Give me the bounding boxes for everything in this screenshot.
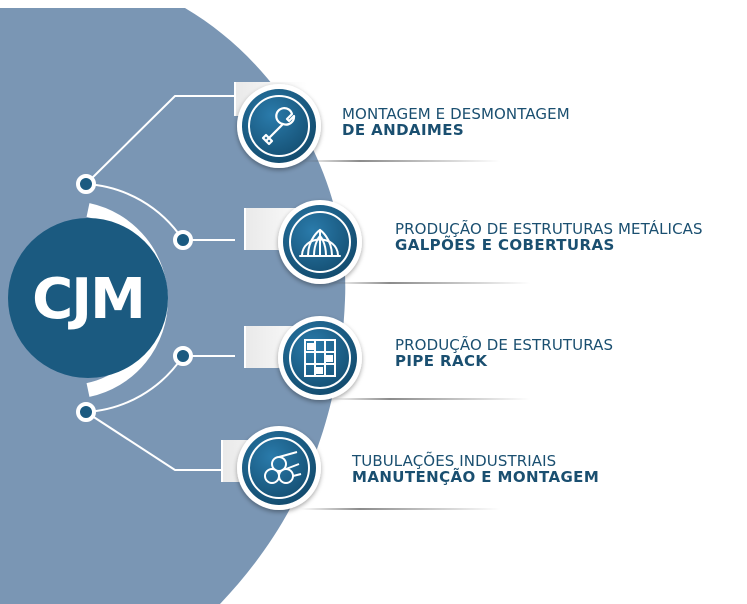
wrench-icon: [261, 107, 296, 146]
service-subtitle: MANUTENÇÃO E MONTAGEM: [352, 467, 600, 486]
service-badge-4: [221, 426, 500, 510]
service-label-2: PRODUÇÃO DE ESTRUTURAS METÁLICAS GALPÕES…: [395, 220, 703, 254]
pipes-icon: [264, 451, 302, 484]
service-subtitle: GALPÕES E COBERTURAS: [395, 235, 615, 254]
service-subtitle: DE ANDAIMES: [342, 120, 465, 139]
connector-nodes: [76, 174, 193, 422]
service-badge-1: [234, 82, 500, 168]
service-title: TUBULAÇÕES INDUSTRIAIS: [352, 452, 557, 470]
service-label-4: TUBULAÇÕES INDUSTRIAIS MANUTENÇÃO E MONT…: [352, 452, 600, 486]
service-badge-3: [244, 316, 530, 400]
logo-circle: [8, 218, 168, 378]
service-label-1: MONTAGEM E DESMONTAGEM DE ANDAIMES: [342, 105, 570, 139]
pipe-rack-icon: [304, 339, 336, 377]
service-label-3: PRODUÇÃO DE ESTRUTURAS PIPE RACK: [395, 336, 614, 370]
logo-text: CJM: [32, 267, 144, 332]
dome-structure-icon: [299, 228, 341, 257]
service-title: MONTAGEM E DESMONTAGEM: [342, 105, 570, 123]
service-subtitle: PIPE RACK: [395, 351, 488, 370]
service-title: PRODUÇÃO DE ESTRUTURAS: [395, 336, 614, 354]
connector-lines: [85, 95, 235, 471]
service-badge-2: [244, 200, 530, 284]
service-title: PRODUÇÃO DE ESTRUTURAS METÁLICAS: [395, 220, 703, 238]
